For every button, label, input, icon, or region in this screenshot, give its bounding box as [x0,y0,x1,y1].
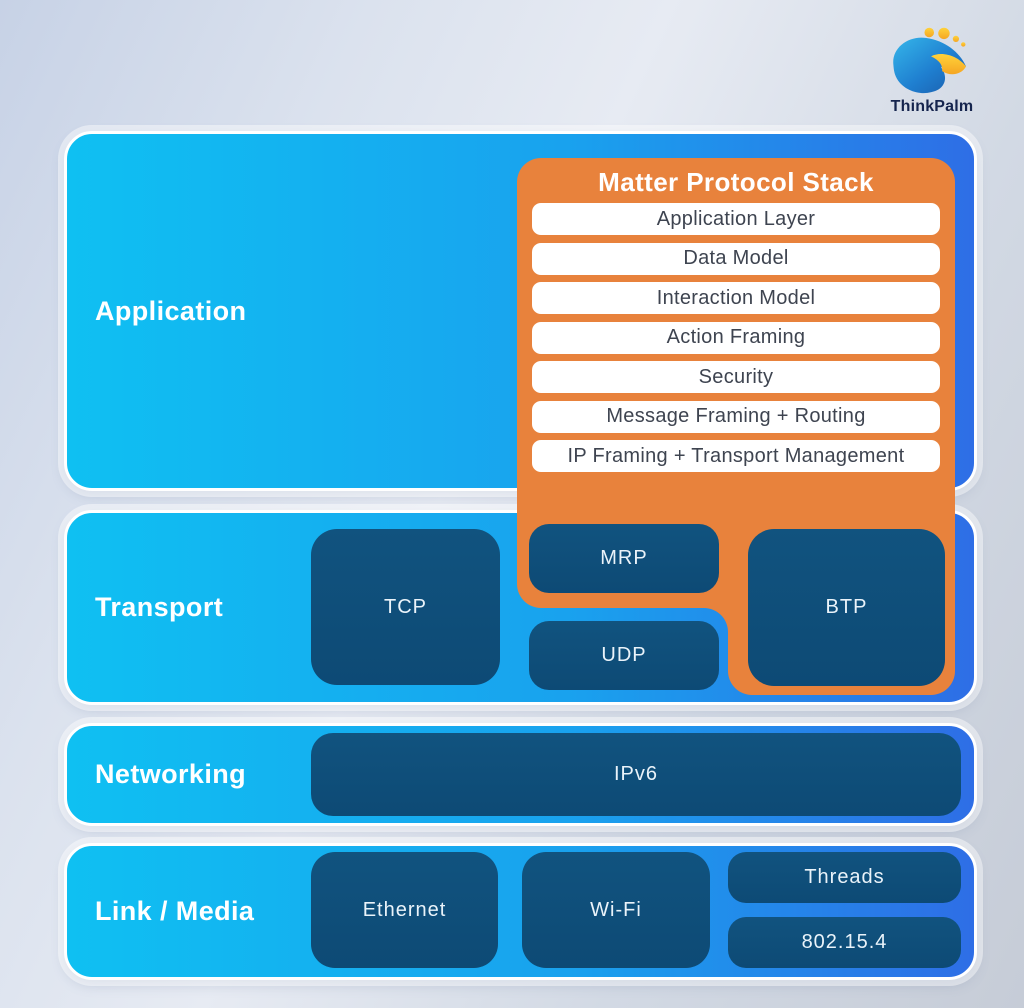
stack-row-security: Security [532,361,940,393]
thinkpalm-logo: ThinkPalm [878,26,986,116]
thinkpalm-wordmark: ThinkPalm [890,98,974,115]
protocol-box-btp: BTP [748,529,945,686]
stack-row-message-framing-routing: Message Framing + Routing [532,400,940,433]
stack-row-action-framing: Action Framing [532,321,940,354]
protocol-box-wifi: Wi-Fi [522,852,710,968]
stack-row-application-layer: Application Layer [532,203,940,235]
protocol-box-ipv6: IPv6 [311,733,961,816]
protocol-box-802-15-4: 802.15.4 [728,917,961,968]
layer-label-networking: Networking [95,759,247,789]
stack-row-ip-framing-transport-management: IP Framing + Transport Management [532,440,940,472]
protocol-box-ethernet: Ethernet [311,852,498,968]
stack-row-data-model: Data Model [532,242,940,275]
layer-label-application: Application [95,295,247,326]
protocol-box-tcp: TCP [311,529,500,685]
protocol-box-threads: Threads [728,852,961,903]
thinkpalm-logo-mark-icon [878,26,986,96]
stack-row-interaction-model: Interaction Model [532,282,940,314]
protocol-box-mrp: MRP [529,524,719,593]
matter-stack-title: Matter Protocol Stack [598,166,874,197]
layer-label-transport: Transport [95,592,224,622]
layer-label-link-media: Link / Media [95,896,255,926]
protocol-box-udp: UDP [529,621,719,690]
matter-stack-rows: Application Layer Data Model Interaction… [532,203,940,472]
